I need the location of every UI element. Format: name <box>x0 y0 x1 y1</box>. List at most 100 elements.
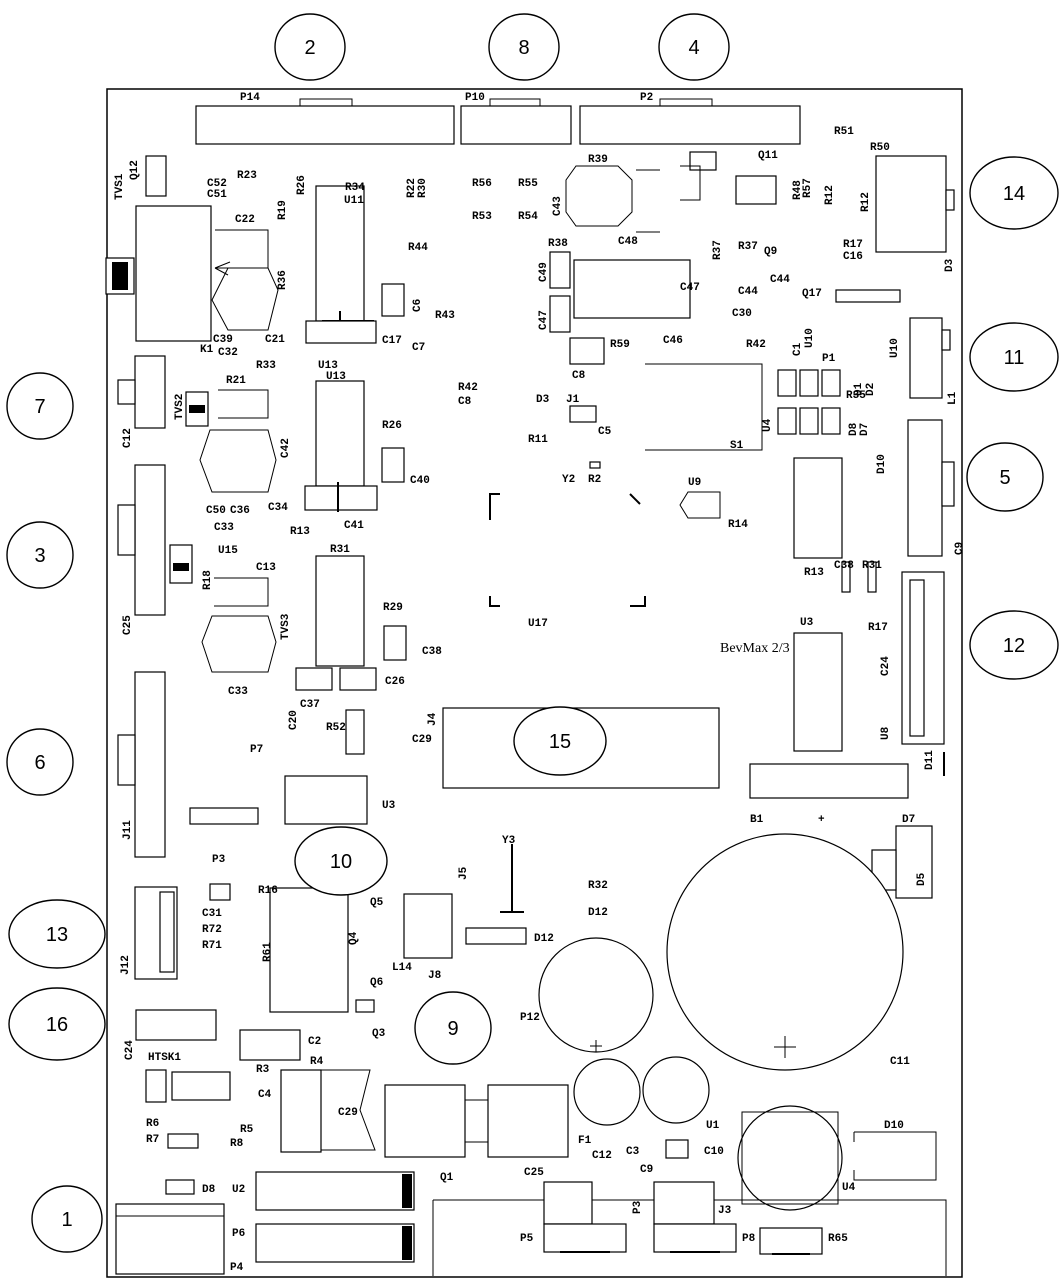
ref-label: C1 <box>792 342 804 356</box>
ref-label: R44 <box>408 242 428 254</box>
ref-label: R30 <box>417 178 429 198</box>
q2-outline <box>680 165 701 201</box>
ref-label: R65 <box>828 1233 848 1245</box>
ref-label: U1 <box>706 1120 720 1132</box>
battery-b1 <box>749 763 909 799</box>
ref-label: C44 <box>770 274 790 286</box>
ref-label: D11 <box>924 750 936 770</box>
ref-label: C49 <box>538 262 550 282</box>
ref-label: P3 <box>212 854 226 866</box>
ref-label: Q6 <box>370 977 383 989</box>
connector-j3-tab <box>941 329 951 351</box>
q1 <box>280 1069 322 1153</box>
ref-label: D10 <box>884 1120 904 1132</box>
q12 <box>145 155 167 197</box>
ref-label: R59 <box>610 339 630 351</box>
ref-label: Q3 <box>372 1028 386 1040</box>
c29 <box>167 1133 199 1149</box>
c36-outline <box>201 615 277 673</box>
ref-label: C33 <box>214 522 234 534</box>
ref-label: C17 <box>382 335 402 347</box>
ref-label: C25 <box>524 1167 544 1179</box>
ref-label: P1 <box>822 353 836 365</box>
ref-label: P6 <box>232 1228 245 1240</box>
capacitor-c2 <box>666 833 904 1071</box>
led-4 <box>777 407 797 435</box>
connector-j12-inner <box>159 891 175 973</box>
c1 <box>165 1179 195 1195</box>
callout-label: 2 <box>304 37 315 59</box>
ref-label: R2 <box>588 474 601 486</box>
ref-label: C52 <box>207 178 227 190</box>
ref-label: R39 <box>588 154 608 166</box>
connector-p4 <box>134 355 166 429</box>
u8-left <box>284 775 368 825</box>
ref-label: C20 <box>288 710 300 730</box>
ref-label: U8 <box>880 726 892 740</box>
ref-label: U15 <box>218 545 238 557</box>
p3-header <box>189 807 259 825</box>
callout-10: 10 <box>294 826 388 896</box>
ref-label: J5 <box>458 866 470 880</box>
fuse-f1-b <box>487 1084 569 1158</box>
ref-label: P12 <box>520 1012 540 1024</box>
ref-label: C9 <box>954 542 966 555</box>
callout-1: 1 <box>31 1185 103 1253</box>
ref-label: U11 <box>344 195 364 207</box>
ref-label: C32 <box>218 347 238 359</box>
ref-label: U3 <box>800 617 814 629</box>
connector-p14: P14 <box>195 92 455 145</box>
u3-corner-tr <box>629 493 641 505</box>
ref-label: U10 <box>804 328 816 348</box>
capacitor-c4 <box>642 1056 710 1124</box>
c6 <box>381 283 405 317</box>
ref-label: C16 <box>843 251 863 263</box>
callout-label: 7 <box>34 396 45 418</box>
ref-label: U13 <box>326 371 346 383</box>
ref-label: R53 <box>472 211 492 223</box>
ref-label: C4 <box>258 1089 272 1101</box>
capacitor-c11 <box>538 937 654 1053</box>
connector-p5 <box>134 464 166 616</box>
fuse-bridge <box>465 1099 488 1143</box>
ref-label: R21 <box>226 375 246 387</box>
callout-2: 2 <box>274 13 346 81</box>
callout-label: 14 <box>1003 183 1025 205</box>
ref-label: R23 <box>237 170 257 182</box>
ref-label: C31 <box>202 908 222 920</box>
ref-label: R50 <box>870 142 890 154</box>
ref-label: D7 <box>902 814 915 826</box>
ref-label: TVS2 <box>174 394 186 420</box>
c21-outline <box>211 267 279 331</box>
d7-d5 <box>895 825 933 899</box>
ref-label: J1 <box>566 394 580 406</box>
r13 <box>867 561 877 593</box>
j4 <box>345 709 365 755</box>
ref-label: C12 <box>122 428 134 448</box>
inductor-l1 <box>737 1105 843 1211</box>
ref-label: Y2 <box>562 474 575 486</box>
ref-label: R36 <box>277 270 289 290</box>
callout-13: 13 <box>8 899 106 969</box>
ref-label: R8 <box>230 1138 244 1150</box>
fuse-f1 <box>384 1084 466 1158</box>
ref-label: U4 <box>762 418 774 432</box>
ref-label: C2 <box>308 1036 321 1048</box>
led-2 <box>799 369 819 397</box>
ref-label: Q5 <box>370 897 384 909</box>
u14-ic <box>573 259 691 319</box>
u3-corner-bl <box>489 596 500 607</box>
callout-label: 8 <box>518 37 529 59</box>
l14 <box>465 927 527 945</box>
ref-label: C21 <box>265 334 285 346</box>
callout-label: 6 <box>34 752 45 774</box>
callout-label: 1 <box>61 1209 72 1231</box>
u12 <box>835 289 901 303</box>
bottom-heatsink <box>432 1199 947 1276</box>
ref-label: J8 <box>428 970 442 982</box>
capacitor-c3 <box>573 1058 641 1126</box>
j3 <box>209 883 231 901</box>
ref-label: Q11 <box>758 150 778 162</box>
ref-label: P8 <box>742 1233 756 1245</box>
u14-part <box>569 337 605 365</box>
